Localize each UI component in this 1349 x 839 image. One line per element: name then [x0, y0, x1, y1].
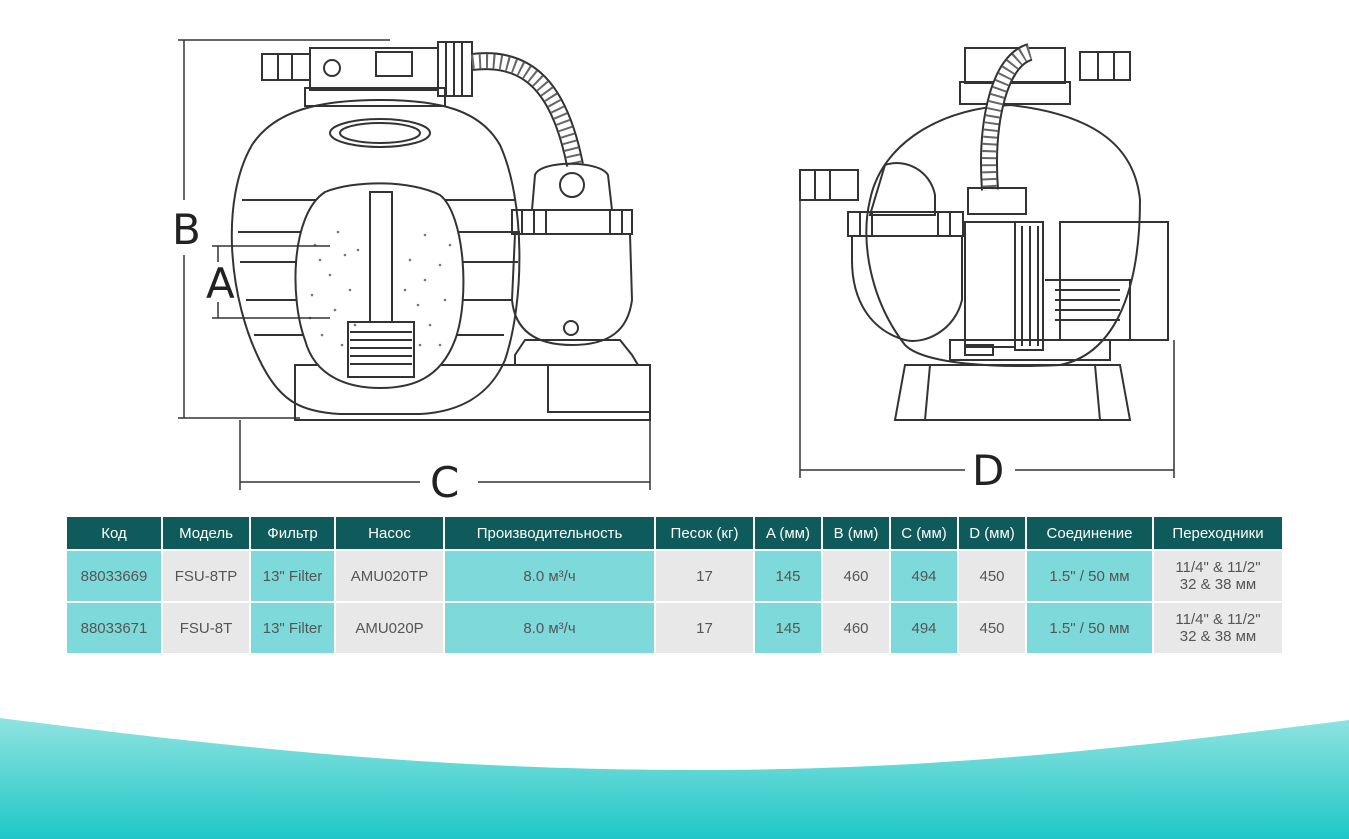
cell-a: 145	[754, 549, 823, 602]
side-tank	[865, 103, 1142, 367]
cell-b: 460	[822, 601, 891, 653]
cell-pump: AMU020P	[335, 601, 445, 653]
cell-adapters: 11/4" & 11/2" 32 & 38 мм	[1153, 601, 1282, 653]
cell-sand: 17	[655, 601, 755, 653]
header-adapters: Переходники	[1153, 517, 1282, 550]
dimension-label-b: B	[172, 205, 201, 254]
header-sand: Песок (кг)	[655, 517, 755, 550]
dimension-lines	[178, 39, 1175, 490]
adapters-line-2: 32 & 38 мм	[1179, 628, 1257, 645]
technical-drawing: B A C D	[172, 39, 1175, 507]
side-view	[799, 43, 1169, 421]
table-header-row: Код Модель Фильтр Насос Производительнос…	[67, 517, 1282, 550]
header-connection: Соединение	[1026, 517, 1154, 550]
header-c: C (мм)	[890, 517, 959, 550]
decorative-wave	[0, 718, 1349, 839]
cell-flow: 8.0 м³/ч	[444, 549, 656, 602]
cell-adapters: 11/4" & 11/2" 32 & 38 мм	[1153, 549, 1282, 602]
adapters-line-1: 11/4" & 11/2"	[1175, 559, 1261, 576]
filter-tank	[230, 98, 521, 415]
header-a: A (мм)	[754, 517, 823, 550]
cell-model: FSU-8T	[162, 601, 251, 653]
pump-strainer-ring	[511, 209, 633, 235]
header-filter: Фильтр	[250, 517, 336, 550]
cell-pump: AMU020TP	[335, 549, 445, 602]
table-row: 88033671 FSU-8T 13" Filter AMU020P 8.0 м…	[67, 601, 1282, 653]
cell-model: FSU-8TP	[162, 549, 251, 602]
pump-pedestal	[514, 339, 640, 366]
dimension-label-a: A	[206, 259, 235, 308]
pump-housing	[510, 233, 634, 347]
cell-code: 88033669	[67, 549, 163, 602]
adapters-line-2: 32 & 38 мм	[1179, 576, 1257, 593]
header-b: B (мм)	[822, 517, 891, 550]
cell-connection: 1.5" / 50 мм	[1026, 549, 1154, 602]
cell-a: 145	[754, 601, 823, 653]
dimension-label-d: D	[972, 446, 1004, 495]
front-view	[230, 41, 651, 421]
cell-filter: 13" Filter	[250, 549, 336, 602]
tank-cutaway	[294, 182, 465, 390]
cell-d: 450	[958, 549, 1027, 602]
cell-b: 460	[822, 549, 891, 602]
base-plate	[294, 364, 651, 421]
cell-code: 88033671	[67, 601, 163, 653]
cell-c: 494	[890, 601, 959, 653]
multiport-valve	[309, 47, 439, 91]
adapters-line-1: 11/4" & 11/2"	[1175, 611, 1261, 628]
table-row: 88033669 FSU-8TP 13" Filter AMU020TP 8.0…	[67, 549, 1282, 602]
specifications-table: Код Модель Фильтр Насос Производительнос…	[67, 517, 1282, 653]
cell-filter: 13" Filter	[250, 601, 336, 653]
lateral-basket	[347, 321, 415, 378]
cell-flow: 8.0 м³/ч	[444, 601, 656, 653]
cell-c: 494	[890, 549, 959, 602]
tank-lid	[329, 118, 431, 148]
header-model: Модель	[162, 517, 251, 550]
cell-d: 450	[958, 601, 1027, 653]
cell-sand: 17	[655, 549, 755, 602]
header-flow: Производительность	[444, 517, 656, 550]
pump-lid	[530, 162, 614, 211]
header-d: D (мм)	[958, 517, 1027, 550]
dimension-label-c: C	[430, 458, 459, 507]
header-pump: Насос	[335, 517, 445, 550]
header-code: Код	[67, 517, 163, 550]
cell-connection: 1.5" / 50 мм	[1026, 601, 1154, 653]
